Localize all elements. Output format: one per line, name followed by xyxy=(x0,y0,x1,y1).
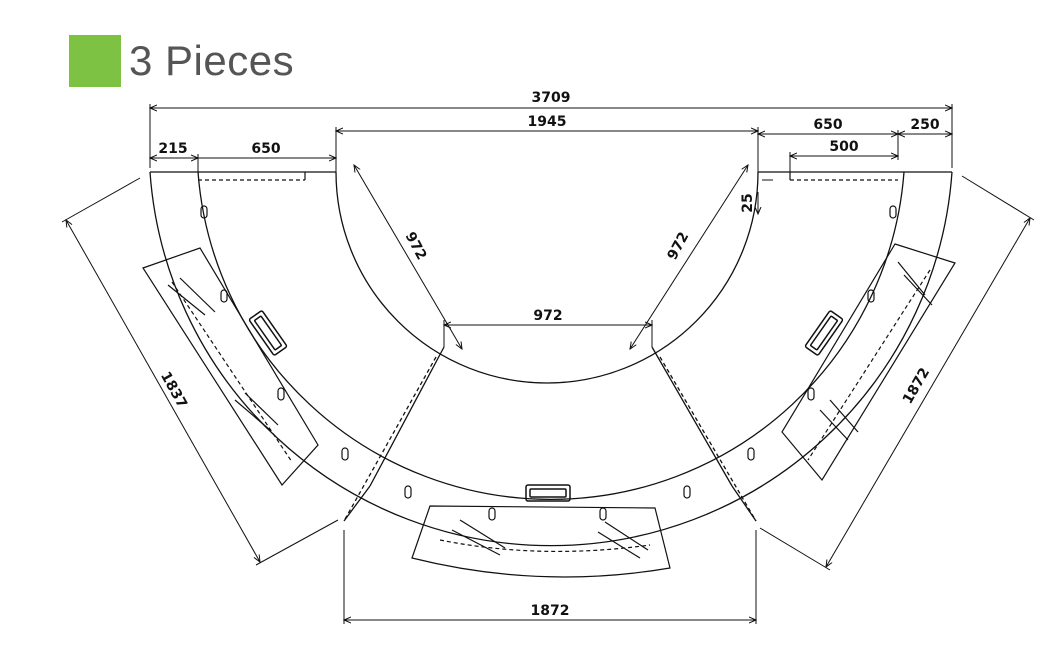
title-text: 3 Pieces xyxy=(129,37,295,84)
dim-right-segment: 650 xyxy=(813,117,842,133)
handle-slot-icon xyxy=(747,447,755,461)
left-seam-a xyxy=(369,346,445,487)
dim-right-side: 1872 xyxy=(900,365,933,407)
handle-slot-icon xyxy=(488,507,496,521)
dim-left-edge: 215 xyxy=(158,141,187,157)
handle-slot-icon xyxy=(404,485,412,499)
handle-slot-icon xyxy=(807,387,815,401)
dim-right-edge: 250 xyxy=(910,117,939,133)
handle-slots xyxy=(200,205,897,521)
dim-right-inner: 500 xyxy=(829,139,858,155)
handle-slot-icon xyxy=(200,205,208,219)
dim-total-width: 3709 xyxy=(532,90,571,106)
bottom-cushion xyxy=(411,505,671,578)
rectangle-tag-icon xyxy=(804,310,844,356)
title-accent-square xyxy=(69,35,121,87)
handle-slot-icon xyxy=(599,507,607,521)
dim-left-segment: 650 xyxy=(251,141,280,157)
handle-slot-icon xyxy=(341,447,349,461)
dim-radius-left: 972 xyxy=(402,229,430,262)
handle-slot-icon xyxy=(277,387,285,401)
left-cushion xyxy=(142,247,319,486)
inner-arc xyxy=(197,171,905,501)
tags xyxy=(248,310,844,502)
dim-inner-chord: 972 xyxy=(533,308,562,324)
page-title: 3 Pieces xyxy=(69,34,294,88)
dim-inner-opening: 1945 xyxy=(528,114,567,130)
right-seam-a xyxy=(651,346,733,487)
rectangle-tag-icon xyxy=(248,310,288,356)
rectangle-tag-icon xyxy=(525,484,571,502)
left-seam-b xyxy=(343,356,437,522)
dim-bottom-side: 1872 xyxy=(531,603,570,619)
center-opening-arc xyxy=(335,171,759,384)
handle-slot-icon xyxy=(889,205,897,219)
handle-slot-icon xyxy=(683,485,691,499)
dimension-lines xyxy=(61,104,1035,624)
cushions xyxy=(142,172,956,578)
dim-offset: 25 xyxy=(740,193,756,212)
right-seam-b xyxy=(659,356,757,522)
